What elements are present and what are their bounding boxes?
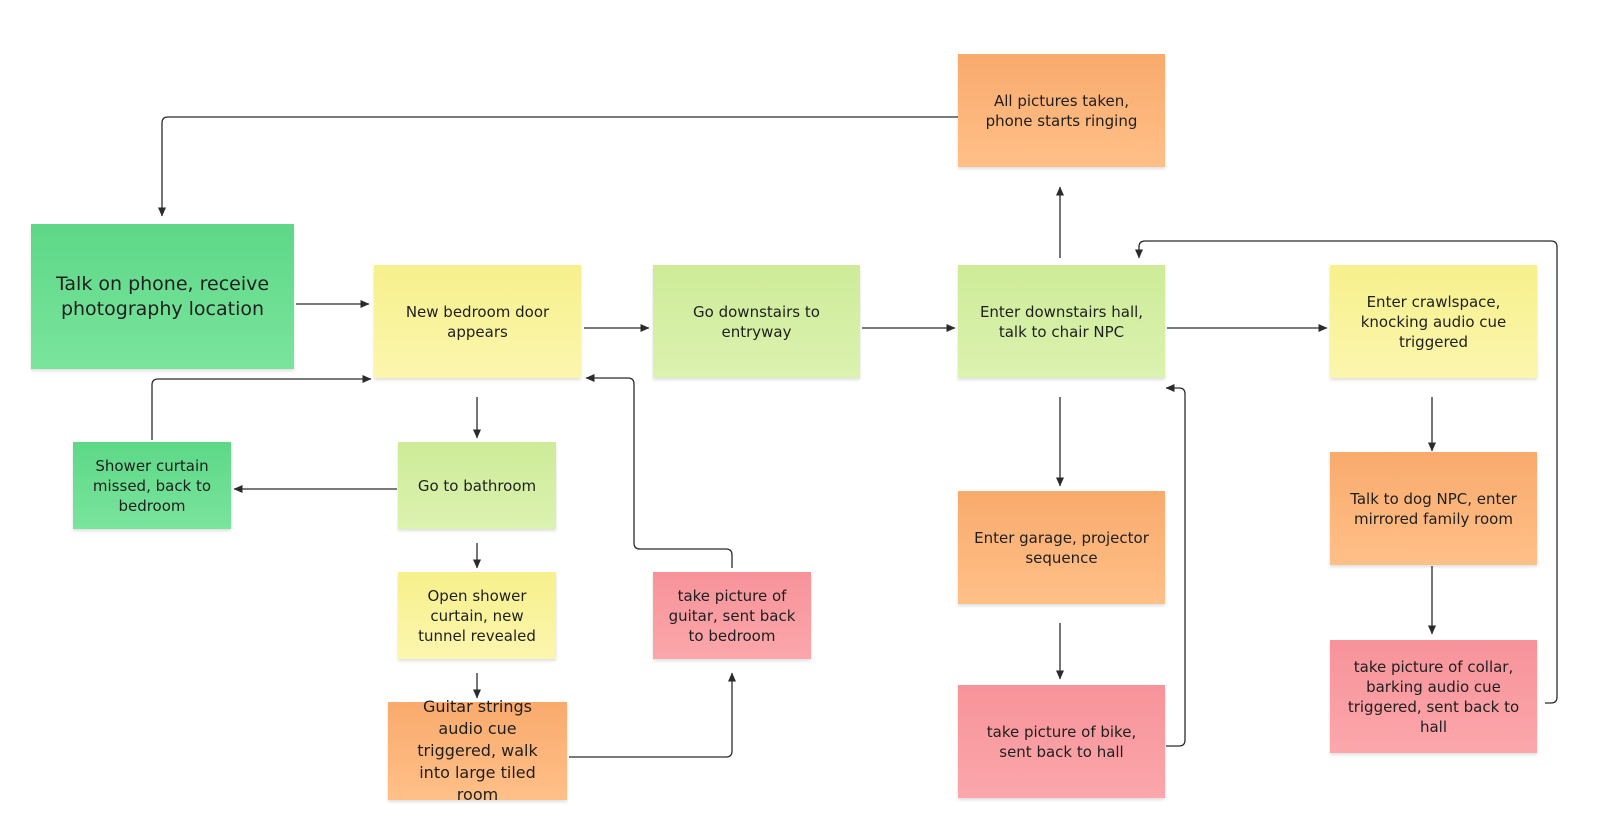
- node-open-shower-text: Open shower curtain, new tunnel revealed: [418, 586, 536, 645]
- node-crawlspace: Enter crawlspace, knocking audio cue tri…: [1330, 265, 1537, 378]
- node-all-pictures-text: All pictures taken, phone starts ringing: [985, 91, 1138, 130]
- node-downstairs-entry: Go downstairs to entryway: [653, 265, 860, 378]
- node-open-shower: Open shower curtain, new tunnel revealed: [398, 572, 556, 659]
- node-new-bedroom-text: New bedroom door appears: [405, 302, 550, 341]
- node-downstairs-hall: Enter downstairs hall, talk to chair NPC: [958, 265, 1165, 378]
- edge-guitar-strings-to-picture-guitar: [569, 672, 736, 758]
- node-shower-missed: Shower curtain missed, back to bedroom: [73, 442, 231, 529]
- node-talk-phone: Talk on phone, receive photography locat…: [31, 224, 294, 369]
- node-all-pictures: All pictures taken, phone starts ringing: [958, 54, 1165, 167]
- node-talk-phone-text: Talk on phone, receive photography locat…: [55, 272, 270, 320]
- node-downstairs-hall-text: Enter downstairs hall, talk to chair NPC: [979, 302, 1144, 341]
- node-downstairs-entry-text: Go downstairs to entryway: [693, 302, 820, 341]
- node-garage: Enter garage, projector sequence: [958, 491, 1165, 604]
- node-dog-npc: Talk to dog NPC, enter mirrored family r…: [1330, 452, 1537, 565]
- node-crawlspace-text: Enter crawlspace, knocking audio cue tri…: [1360, 292, 1507, 351]
- node-new-bedroom: New bedroom door appears: [374, 265, 581, 378]
- node-picture-guitar: take picture of guitar, sent back to bed…: [653, 572, 811, 659]
- node-bathroom-text: Go to bathroom: [417, 476, 537, 495]
- edge-picture-bike-to-downstairs-hall: [1165, 384, 1186, 747]
- edge-all-pictures-to-talk-phone: [158, 116, 958, 217]
- node-dog-npc-text: Talk to dog NPC, enter mirrored family r…: [1350, 489, 1517, 528]
- node-picture-collar: take picture of collar, barking audio cu…: [1330, 640, 1537, 753]
- node-guitar-strings: Guitar strings audio cue triggered, walk…: [388, 697, 567, 804]
- node-garage-text: Enter garage, projector sequence: [974, 528, 1149, 567]
- edge-shower-missed-to-new-bedroom: [151, 375, 372, 440]
- edge-picture-guitar-to-new-bedroom: [585, 374, 733, 568]
- node-picture-bike-text: take picture of bike, sent back to hall: [986, 722, 1137, 761]
- node-shower-missed-text: Shower curtain missed, back to bedroom: [92, 456, 212, 515]
- node-picture-bike: take picture of bike, sent back to hall: [958, 685, 1165, 798]
- node-picture-collar-text: take picture of collar, barking audio cu…: [1347, 657, 1520, 736]
- node-bathroom: Go to bathroom: [398, 442, 556, 529]
- node-guitar-strings-text: Guitar strings audio cue triggered, walk…: [417, 697, 538, 804]
- node-picture-guitar-text: take picture of guitar, sent back to bed…: [668, 586, 796, 645]
